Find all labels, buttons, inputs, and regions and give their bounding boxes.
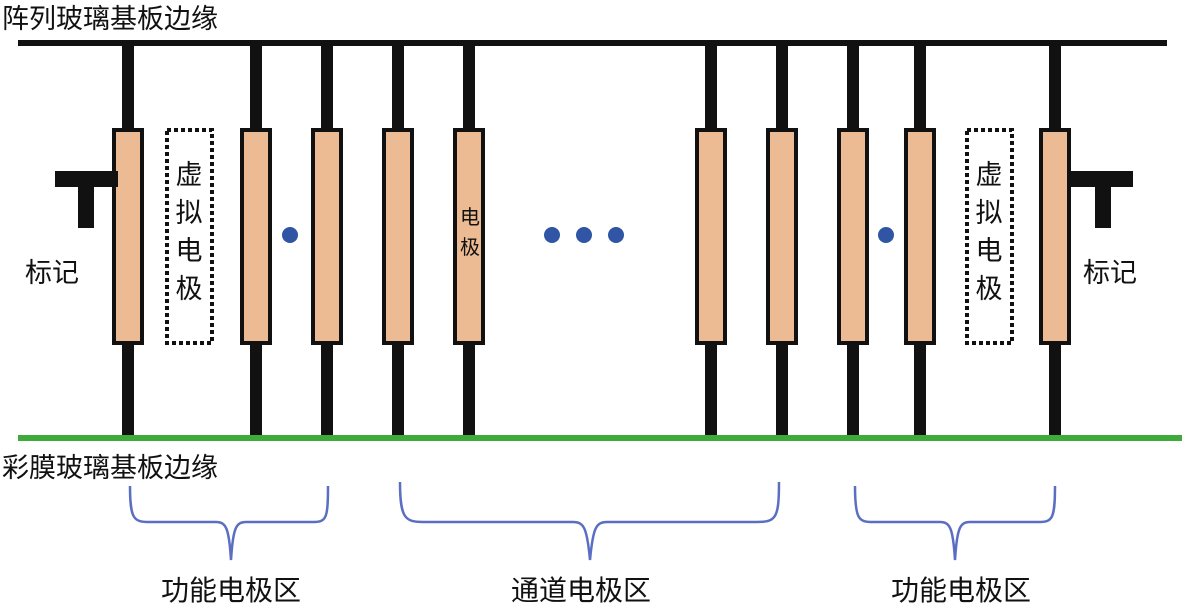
- dummy-electrode-right-text: 虚 拟 电 极: [976, 160, 1003, 305]
- brace-left: [128, 485, 330, 561]
- electrode-1: [112, 128, 144, 345]
- color-film-glass-edge-label: 彩膜玻璃基板边缘: [2, 453, 218, 484]
- mark-left-label: 标记: [25, 258, 79, 289]
- mark-right-icon: [1070, 171, 1133, 228]
- region-label-left: 功能电极区: [161, 574, 301, 606]
- svg-text:虚: 虚: [176, 160, 203, 191]
- dummy-electrode-right: [965, 128, 1014, 345]
- mark-left-icon: [55, 171, 118, 228]
- region-label-middle: 通道电极区: [511, 574, 651, 606]
- electrode-5: [453, 128, 485, 345]
- svg-text:拟: 拟: [976, 198, 1003, 229]
- ellipsis-dot-middle-3: [608, 227, 624, 243]
- electrode-8: [837, 128, 869, 345]
- svg-text:极: 极: [176, 274, 203, 305]
- svg-text:电: 电: [976, 236, 1003, 267]
- electrode-2: [240, 128, 272, 345]
- electrode-4: [382, 128, 414, 345]
- electrode-group: [112, 128, 1071, 345]
- svg-text:极: 极: [460, 235, 480, 259]
- array-glass-edge-label: 阵列玻璃基板边缘: [2, 4, 218, 35]
- svg-text:电: 电: [460, 205, 480, 229]
- electrode-7: [766, 128, 798, 345]
- svg-text:虚: 虚: [976, 160, 1003, 191]
- dummy-electrode-left: [165, 128, 214, 345]
- electrode-6: [695, 128, 727, 345]
- svg-text:拟: 拟: [176, 198, 203, 229]
- ellipsis-dot-middle-2: [576, 227, 592, 243]
- electrode-text: 电 极: [460, 205, 480, 259]
- electrode-3: [311, 128, 343, 345]
- dummy-electrode-left-text: 虚 拟 电 极: [176, 160, 203, 305]
- ellipsis-dot-middle-1: [544, 227, 560, 243]
- electrode-10: [1039, 128, 1071, 345]
- brace-middle: [398, 481, 781, 561]
- brace-right: [853, 485, 1057, 561]
- mark-right-label: 标记: [1083, 258, 1137, 289]
- svg-text:电: 电: [176, 236, 203, 267]
- ellipsis-dot-left: [282, 227, 298, 243]
- ellipsis-dot-right: [878, 227, 894, 243]
- region-label-right: 功能电极区: [891, 574, 1031, 606]
- electrode-9: [904, 128, 936, 345]
- svg-text:极: 极: [976, 274, 1003, 305]
